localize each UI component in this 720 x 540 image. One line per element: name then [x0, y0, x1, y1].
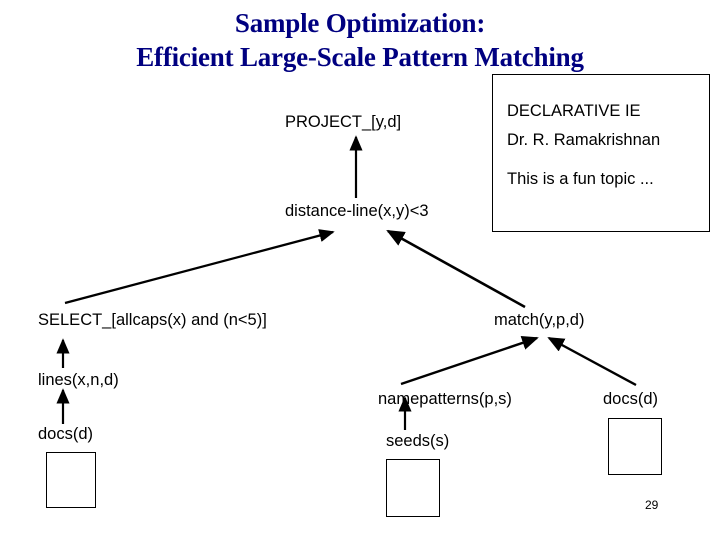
node-namepatterns: namepatterns(p,s) [378, 390, 512, 408]
callout-text: DECLARATIVE IE Dr. R. Ramakrishnan This … [507, 97, 660, 194]
callout-line-3: This is a fun topic ... [507, 170, 654, 188]
callout-box: DECLARATIVE IE Dr. R. Ramakrishnan This … [492, 74, 710, 232]
page-number: 29 [645, 498, 659, 512]
placeholder-box-left [46, 452, 96, 508]
edge-docsright-to-match [547, 336, 637, 387]
callout-line-1: DECLARATIVE IE [507, 102, 641, 120]
node-lines: lines(x,n,d) [38, 371, 119, 389]
placeholder-box-center [386, 459, 440, 517]
edge-namepatterns-to-match [400, 335, 539, 386]
node-select: SELECT_[allcaps(x) and (n<5)] [38, 311, 267, 329]
node-docs-right: docs(d) [603, 390, 659, 408]
callout-blank-line [507, 155, 660, 165]
edge-match-to-distanceline [386, 229, 526, 309]
placeholder-box-right [608, 418, 662, 475]
node-seeds: seeds(s) [386, 432, 450, 450]
node-match: match(y,p,d) [494, 311, 585, 329]
node-docs-left: docs(d) [38, 425, 94, 443]
callout-line-2: Dr. R. Ramakrishnan [507, 131, 661, 149]
node-project: PROJECT_[y,d] [285, 113, 402, 131]
edge-select-to-distanceline [64, 229, 335, 305]
slide-title: Sample Optimization: Efficient Large-Sca… [0, 6, 720, 74]
title-line-1: Sample Optimization: [234, 8, 486, 38]
node-distance-line: distance-line(x,y)<3 [285, 202, 429, 220]
title-line-2: Efficient Large-Scale Pattern Matching [136, 42, 584, 72]
